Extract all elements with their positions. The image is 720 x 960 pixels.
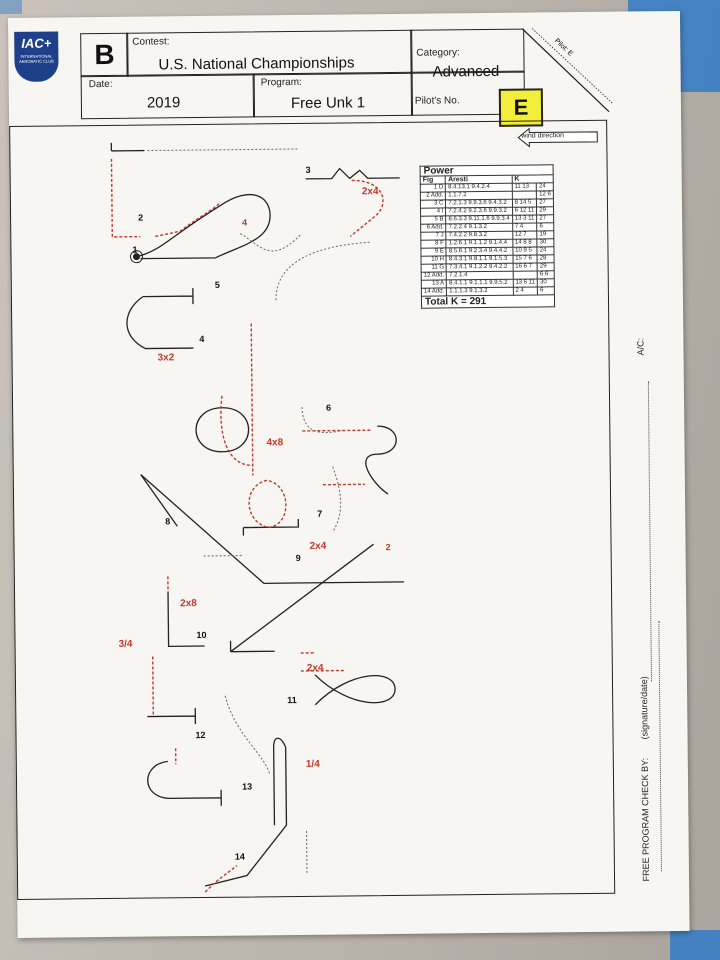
ac-signature-line [647, 381, 652, 682]
check-signature-line [658, 621, 662, 872]
contest-value: U.S. National Championships [158, 54, 355, 74]
roll-note-2x4-b: 2x4 [309, 540, 327, 552]
free-program-check-label: FREE PROGRAM CHECK BY: [639, 757, 652, 882]
figure-number-11: 11 [287, 695, 297, 706]
iac-logo: IAC+ INTERNATIONAL AEROBATIC CLUB [14, 31, 59, 82]
figure-number-14: 14 [234, 851, 245, 862]
wind-direction-label: wind direction [521, 132, 565, 140]
program-value: Free Unk 1 [290, 94, 366, 113]
tape-bottom-right [670, 930, 720, 960]
signature-date-label: (signature/date) [638, 676, 650, 740]
roll-note-2x8: 2x8 [180, 598, 197, 610]
header-corner-diagonals [522, 28, 614, 113]
figure-number-5: 5 [214, 279, 220, 290]
figure-number-8: 8 [165, 516, 171, 527]
date-label: Date: [88, 78, 113, 91]
figure-number-13: 13 [242, 781, 253, 792]
roll-note-1-4: 1/4 [305, 758, 320, 770]
sequence-letter: B [94, 38, 115, 71]
tape-top-left [0, 0, 22, 14]
col-fig: Fig [420, 175, 446, 185]
figure-number-7: 7 [317, 508, 323, 519]
ac-label: A/C: [635, 337, 646, 356]
figure-number-4: 4 [242, 217, 248, 228]
logo-subtext: INTERNATIONAL AEROBATIC CLUB [19, 53, 54, 64]
contest-label: Contest: [132, 36, 170, 48]
total-k: Total K = 291 [421, 294, 555, 309]
roll-note-3x2: 3x2 [157, 352, 175, 364]
program-label: Program: [260, 76, 302, 89]
figure-number-3: 3 [305, 164, 311, 175]
figure-number-2b: 2 [385, 542, 391, 553]
figure-number-9: 9 [295, 552, 301, 564]
figure-number-1: 1 [132, 244, 138, 255]
figure-number-10: 10 [196, 629, 207, 641]
figure-number-2: 2 [138, 212, 144, 223]
figure-number-4b: 4 [199, 333, 205, 345]
sequence-sheet: IAC+ INTERNATIONAL AEROBATIC CLUB B Cont… [8, 10, 690, 938]
pilot-no-label: Pilot's No. [414, 95, 460, 107]
wind-arrow [517, 127, 598, 148]
aresti-diagram [110, 142, 404, 893]
figure-number-6: 6 [326, 402, 332, 413]
date-value: 2019 [146, 94, 181, 112]
figure-number-12: 12 [195, 729, 206, 741]
category-label: Category: [416, 47, 460, 59]
roll-note-4x8: 4x8 [266, 437, 284, 449]
logo-text: IAC+ [21, 35, 52, 51]
roll-note-2x4-c: 2x4 [306, 662, 324, 674]
roll-note-3-4: 3/4 [118, 638, 133, 650]
roll-note-2x4-a: 2x4 [361, 186, 379, 198]
